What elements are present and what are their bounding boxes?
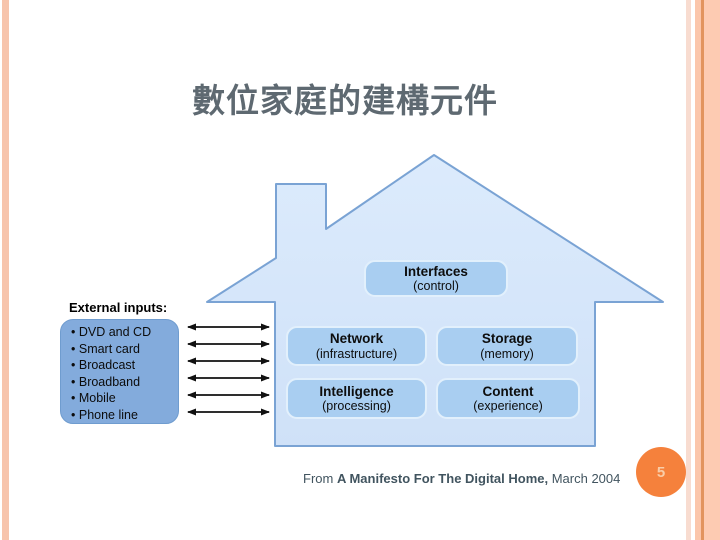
external-input-item: Phone line — [71, 407, 178, 424]
external-inputs-box: DVD and CD Smart card Broadcast Broadban… — [60, 319, 179, 424]
box-content: Content (experience) — [436, 378, 580, 419]
left-accent-stripe — [2, 0, 9, 540]
box-intelligence-name: Intelligence — [319, 383, 394, 399]
box-network-name: Network — [329, 331, 384, 347]
external-input-item: Broadcast — [71, 357, 178, 374]
box-storage: Storage (memory) — [436, 326, 578, 366]
box-storage-name: Storage — [481, 331, 533, 347]
box-content-name: Content — [482, 383, 534, 399]
box-network-sub: (infrastructure) — [315, 346, 398, 361]
external-input-item: Broadband — [71, 374, 178, 391]
box-interfaces: Interfaces (control) — [364, 260, 508, 297]
house-shape — [206, 154, 664, 447]
box-network: Network (infrastructure) — [286, 326, 427, 366]
footer-suffix: March 2004 — [548, 471, 621, 486]
right-accent-stripe-thin — [686, 0, 691, 540]
box-intelligence-sub: (processing) — [322, 399, 391, 414]
right-accent-stripe-band — [695, 0, 720, 540]
right-accent-stripe-dark-line — [701, 0, 704, 540]
external-input-item: Mobile — [71, 390, 178, 407]
box-interfaces-name: Interfaces — [404, 263, 468, 279]
external-inputs-heading: External inputs: — [69, 300, 168, 315]
box-storage-sub: (memory) — [480, 346, 534, 361]
box-intelligence: Intelligence (processing) — [286, 378, 427, 419]
external-input-item: Smart card — [71, 341, 178, 358]
external-input-item: DVD and CD — [71, 324, 178, 341]
right-accent-stripe-light — [704, 0, 720, 540]
footer-source: A Manifesto For The Digital Home, — [336, 471, 549, 486]
footer-citation: From A Manifesto For The Digital Home, M… — [303, 471, 620, 486]
box-content-sub: (experience) — [473, 399, 543, 414]
page-number-badge: 5 — [636, 447, 686, 497]
slide-title: 數位家庭的建構元件 — [192, 82, 498, 119]
footer-prefix: From — [303, 471, 337, 486]
box-interfaces-sub: (control) — [413, 279, 459, 294]
